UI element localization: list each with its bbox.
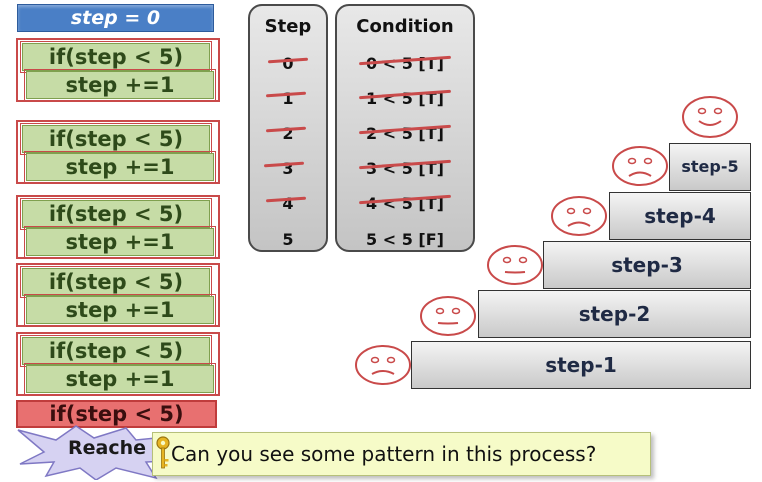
condition-table-header: Condition [356, 16, 454, 37]
step-value: 0 [282, 54, 294, 73]
sad-face-icon [355, 345, 411, 385]
loop-iteration-3: if(step < 5) step +=1 [16, 195, 220, 259]
condition-value: 3 < 5 [T] [366, 159, 444, 178]
loop-iteration-1: if(step < 5) step +=1 [16, 38, 220, 102]
key-icon [156, 436, 170, 469]
condition-value: 5 < 5 [F] [366, 230, 444, 249]
step-init-bar: step = 0 [17, 4, 214, 32]
condition-check: if(step < 5) [20, 335, 212, 367]
neutral-face-icon [487, 245, 543, 285]
step-value: 2 [282, 124, 294, 143]
increment-statement: step +=1 [24, 294, 216, 326]
loop-iteration-2: if(step < 5) step +=1 [16, 120, 220, 184]
starburst-shape [17, 425, 185, 480]
increment-statement: step +=1 [24, 363, 216, 395]
step-value: 4 [282, 194, 294, 213]
step-value: 1 [282, 89, 294, 108]
stair-step-4: step-4 [609, 192, 751, 240]
stair-step-3: step-3 [543, 241, 751, 289]
loop-iteration-5: if(step < 5) step +=1 [16, 332, 220, 396]
sad-face-icon [551, 196, 607, 236]
condition-value: 1 < 5 [T] [366, 89, 444, 108]
neutral-face-icon [420, 296, 476, 336]
stair-step-5: step-5 [669, 143, 751, 191]
condition-check: if(step < 5) [20, 266, 212, 298]
increment-statement: step +=1 [24, 69, 216, 101]
final-condition-check: if(step < 5) [16, 400, 217, 428]
condition-value: 4 < 5 [T] [366, 194, 444, 213]
step-value: 3 [282, 159, 294, 178]
condition-check: if(step < 5) [20, 123, 212, 155]
condition-value: 0 < 5 [T] [366, 54, 444, 73]
condition-table: Condition 0 < 5 [T] 1 < 5 [T] 2 < 5 [T] … [335, 4, 475, 252]
stair-step-1: step-1 [411, 341, 751, 389]
tip-box: Can you see some pattern in this process… [152, 432, 651, 476]
stair-step-2: step-2 [478, 290, 751, 338]
condition-check: if(step < 5) [20, 41, 212, 73]
loop-iteration-4: if(step < 5) step +=1 [16, 263, 220, 327]
step-value: 5 [282, 230, 294, 249]
condition-value: 2 < 5 [T] [366, 124, 444, 143]
step-table: Step 0 1 2 3 4 5 [248, 4, 328, 252]
reached-label: Reache [68, 437, 147, 459]
happy-face-icon [682, 96, 738, 138]
sad-face-icon [612, 146, 668, 186]
tip-text: Can you see some pattern in this process… [171, 442, 597, 466]
increment-statement: step +=1 [24, 226, 216, 258]
increment-statement: step +=1 [24, 151, 216, 183]
step-table-header: Step [264, 16, 312, 37]
condition-check: if(step < 5) [20, 198, 212, 230]
